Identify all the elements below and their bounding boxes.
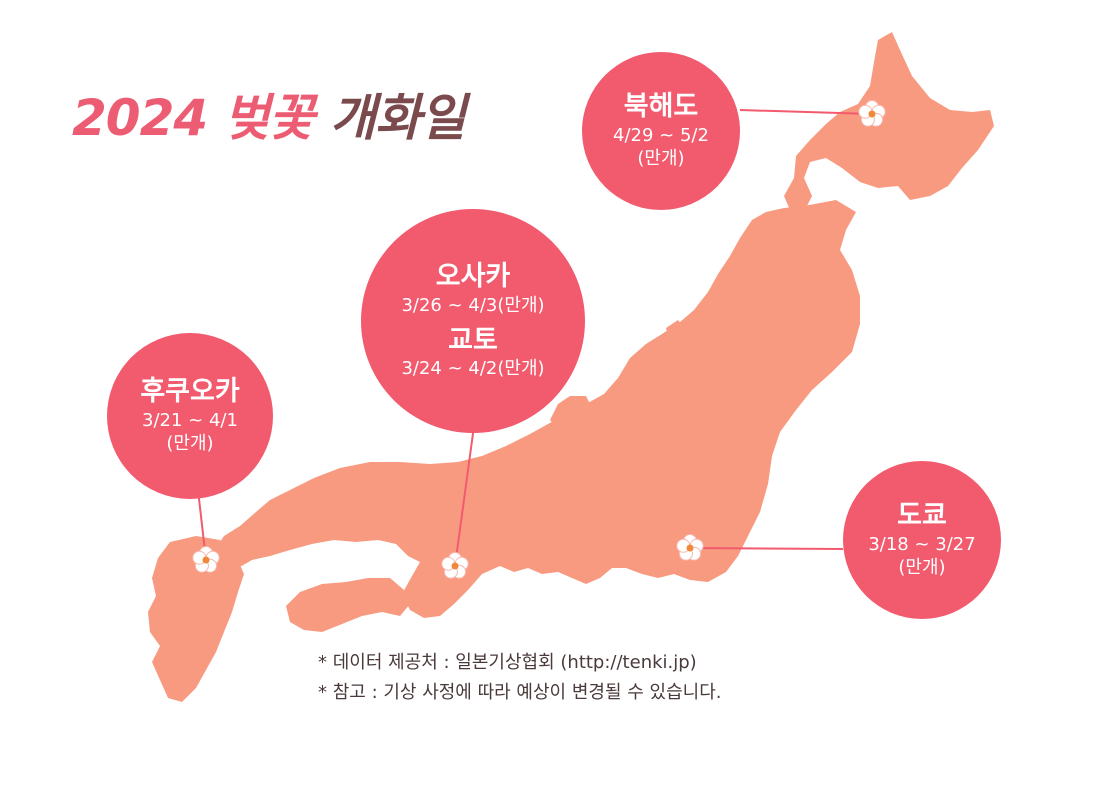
cherry-blossom-icon	[441, 552, 469, 579]
connector-hokkaido	[739, 109, 873, 115]
city-name: 북해도	[623, 91, 699, 123]
bubble-osaka-kyoto: 오사카 3/26 ~ 4/3(만개) 교토 3/24 ~ 4/2(만개)	[361, 209, 585, 433]
bloom-status: (만개)	[898, 557, 946, 579]
bloom-status: (만개)	[637, 148, 685, 170]
bloom-dates: 4/29 ~ 5/2	[613, 124, 709, 146]
connector-osaka	[454, 425, 475, 567]
sado-island	[666, 320, 686, 344]
bubble-fukuoka: 후쿠오카 3/21 ~ 4/1 (만개)	[107, 333, 273, 499]
shikoku-island	[286, 578, 410, 632]
city-name: 오사카	[435, 261, 511, 293]
footnote-disclaimer: * 참고 : 기상 사정에 따라 예상이 변경될 수 있습니다.	[318, 682, 722, 703]
honshu-island	[216, 200, 860, 618]
title-rest: 개화일	[330, 89, 466, 147]
cherry-blossom-icon	[676, 534, 704, 561]
bloom-dates: 3/18 ~ 3/27	[868, 533, 976, 555]
bloom-dates: 3/24 ~ 4/2(만개)	[401, 358, 545, 380]
connector-tokyo	[689, 547, 844, 550]
cherry-blossom-icon	[858, 100, 886, 127]
footnote-source: * 데이터 제공처 : 일본기상협회 (http://tenki.jp)	[318, 652, 697, 673]
city-name: 교토	[448, 325, 498, 356]
cherry-blossom-icon	[192, 546, 220, 573]
kyushu-island	[148, 536, 244, 702]
bloom-dates: 3/26 ~ 4/3(만개)	[401, 294, 545, 316]
city-name: 도쿄	[897, 500, 947, 532]
city-name: 후쿠오카	[140, 376, 240, 408]
bloom-status: (만개)	[166, 433, 214, 455]
title-flower: 벚꽃	[223, 89, 315, 147]
bloom-dates: 3/21 ~ 4/1	[142, 409, 238, 431]
page-title: 2024 벚꽃 개화일	[72, 78, 466, 150]
hokkaido-island	[784, 32, 994, 212]
noto-peninsula	[550, 396, 592, 438]
footnotes: * 데이터 제공처 : 일본기상협회 (http://tenki.jp) * 참…	[318, 648, 721, 708]
bubble-hokkaido: 북해도 4/29 ~ 5/2 (만개)	[582, 52, 740, 210]
bubble-tokyo: 도쿄 3/18 ~ 3/27 (만개)	[843, 461, 1001, 619]
title-year: 2024	[72, 89, 208, 147]
